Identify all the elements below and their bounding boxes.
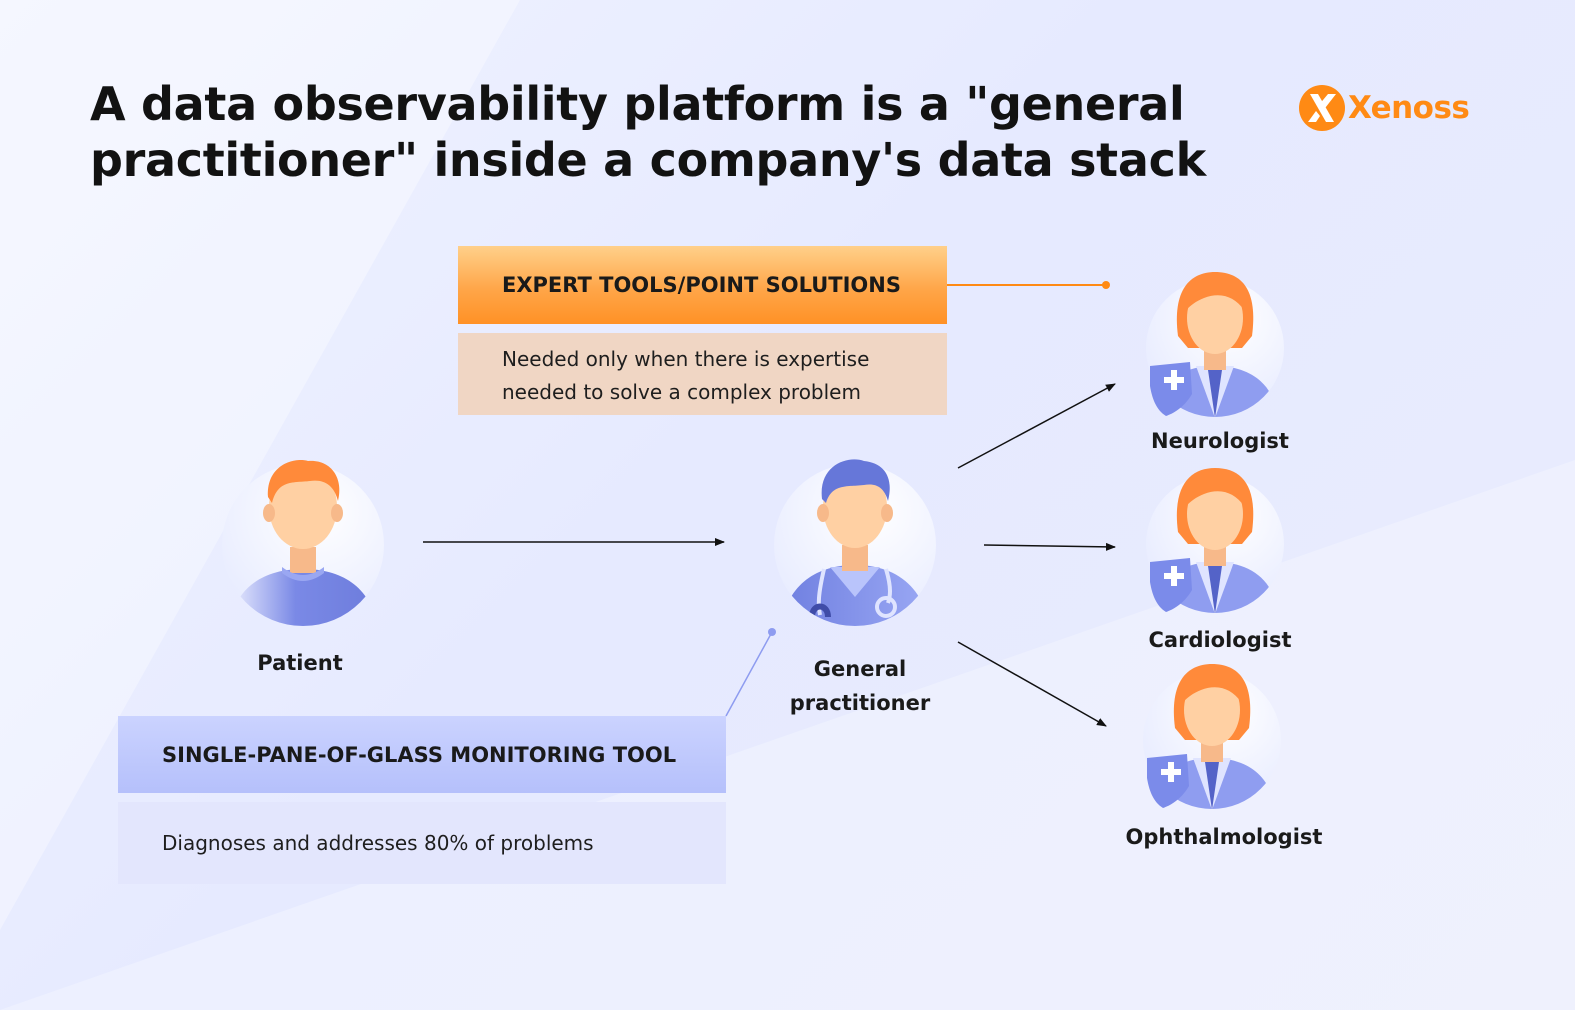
gp-label-line-2: practitioner <box>789 691 931 715</box>
expert-tools-description: Needed only when there is expertise need… <box>458 333 947 415</box>
cardiologist-avatar-icon <box>1146 468 1284 613</box>
ophthalmologist-label: Ophthalmologist <box>1125 825 1323 849</box>
doctor-avatar-icon <box>774 459 936 626</box>
single-pane-description: Diagnoses and addresses 80% of problems <box>118 802 726 884</box>
arrow-gp-to-neurologist <box>957 383 1116 469</box>
neurologist-label: Neurologist <box>1151 429 1289 453</box>
single-pane-connector-dot <box>768 628 776 636</box>
patient-avatar-icon <box>222 460 384 626</box>
xenoss-x-logo-icon <box>1299 85 1345 131</box>
single-pane-connector-line <box>725 631 773 717</box>
single-pane-header: SINGLE-PANE-OF-GLASS MONITORING TOOL <box>118 716 726 793</box>
xenoss-logo: Xenoss <box>1298 84 1470 132</box>
title-line-1: A data observability platform is a "gene… <box>90 77 1185 131</box>
expert-desc-line-1: Needed only when there is expertise <box>502 347 870 371</box>
ophthalmologist-avatar-icon <box>1143 664 1281 809</box>
neurologist-avatar-icon <box>1146 272 1284 417</box>
general-practitioner-label: General practitioner <box>760 652 960 720</box>
logo-text: Xenoss <box>1348 90 1470 126</box>
expert-desc-line-2: needed to solve a complex problem <box>502 380 861 404</box>
gp-label-line-1: General <box>813 657 907 681</box>
expert-tools-header: EXPERT TOOLS/POINT SOLUTIONS <box>458 246 947 324</box>
expert-connector-dot <box>1102 281 1110 289</box>
page-title: A data observability platform is a "gene… <box>90 76 1206 188</box>
cardiologist-label: Cardiologist <box>1148 628 1292 652</box>
arrow-gp-to-ophthalmologist <box>957 641 1107 727</box>
patient-label: Patient <box>257 651 343 675</box>
title-line-2: practitioner" inside a company's data st… <box>90 133 1206 187</box>
arrow-gp-to-cardiologist <box>983 542 1116 551</box>
